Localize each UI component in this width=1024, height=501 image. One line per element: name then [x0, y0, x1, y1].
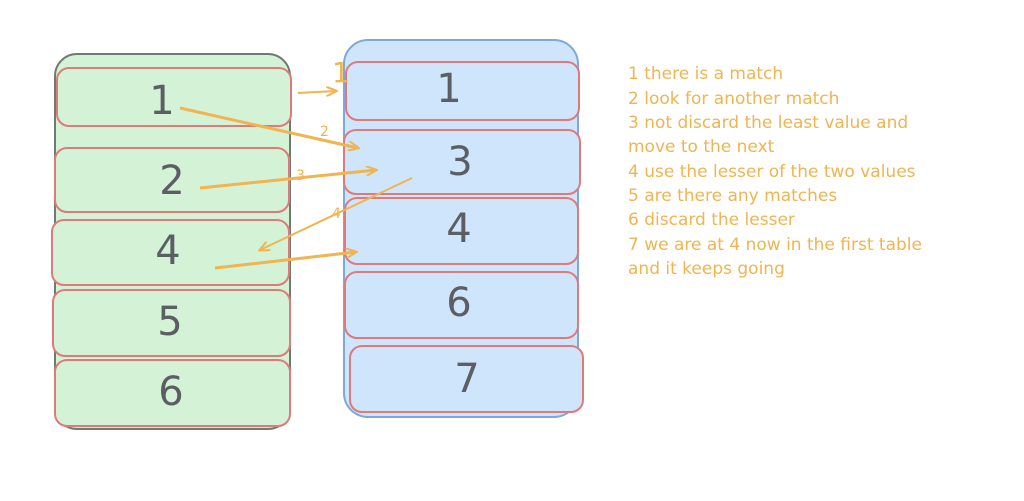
left-cell-4: [52, 289, 291, 357]
note-line-7: 6 discard the lesser: [628, 210, 795, 230]
note-line-8: 7 we are at 4 now in the first table: [628, 235, 922, 255]
note-line-5: 4 use the lesser of the two values: [628, 162, 916, 182]
right-cell-2: [343, 129, 581, 195]
right-cell-3: [344, 197, 579, 265]
left-cell-1-value: 1: [149, 78, 174, 124]
right-cell-2-value: 3: [447, 139, 472, 185]
left-cell-4-value: 5: [157, 299, 182, 345]
arrow-step-5: [214, 252, 356, 270]
left-cell-5: [54, 359, 291, 427]
left-cell-1: [56, 67, 292, 127]
right-cell-4: [344, 271, 579, 339]
step-label-4: 4: [332, 206, 341, 222]
note-line-4: move to the next: [628, 137, 775, 157]
step-label-2: 2: [320, 124, 329, 140]
left-cell-2-value: 2: [159, 158, 184, 204]
note-line-6: 5 are there any matches: [628, 186, 837, 206]
right-cell-3-value: 4: [446, 206, 471, 252]
note-line-3: 3 not discard the least value and: [628, 113, 908, 133]
left-cell-3: [51, 219, 290, 286]
step-label-3: 3: [296, 168, 305, 184]
right-cell-4-value: 6: [446, 280, 471, 326]
right-cell-1: [345, 61, 580, 121]
left-cell-5-value: 6: [158, 369, 183, 415]
note-line-9: and it keeps going: [628, 259, 785, 279]
right-cell-5: [349, 345, 584, 413]
arrow-step-2: [179, 106, 358, 148]
step-label-1: 1: [332, 56, 350, 89]
note-line-2: 2 look for another match: [628, 89, 839, 109]
arrow-step-4: [260, 177, 413, 250]
left-cell-3-value: 4: [155, 228, 180, 274]
arrow-step-1: [297, 91, 336, 93]
right-cell-1-value: 1: [436, 66, 461, 112]
right-cell-5-value: 7: [454, 356, 479, 402]
note-line-1: 1 there is a match: [628, 64, 783, 84]
arrow-step-3: [199, 170, 376, 190]
